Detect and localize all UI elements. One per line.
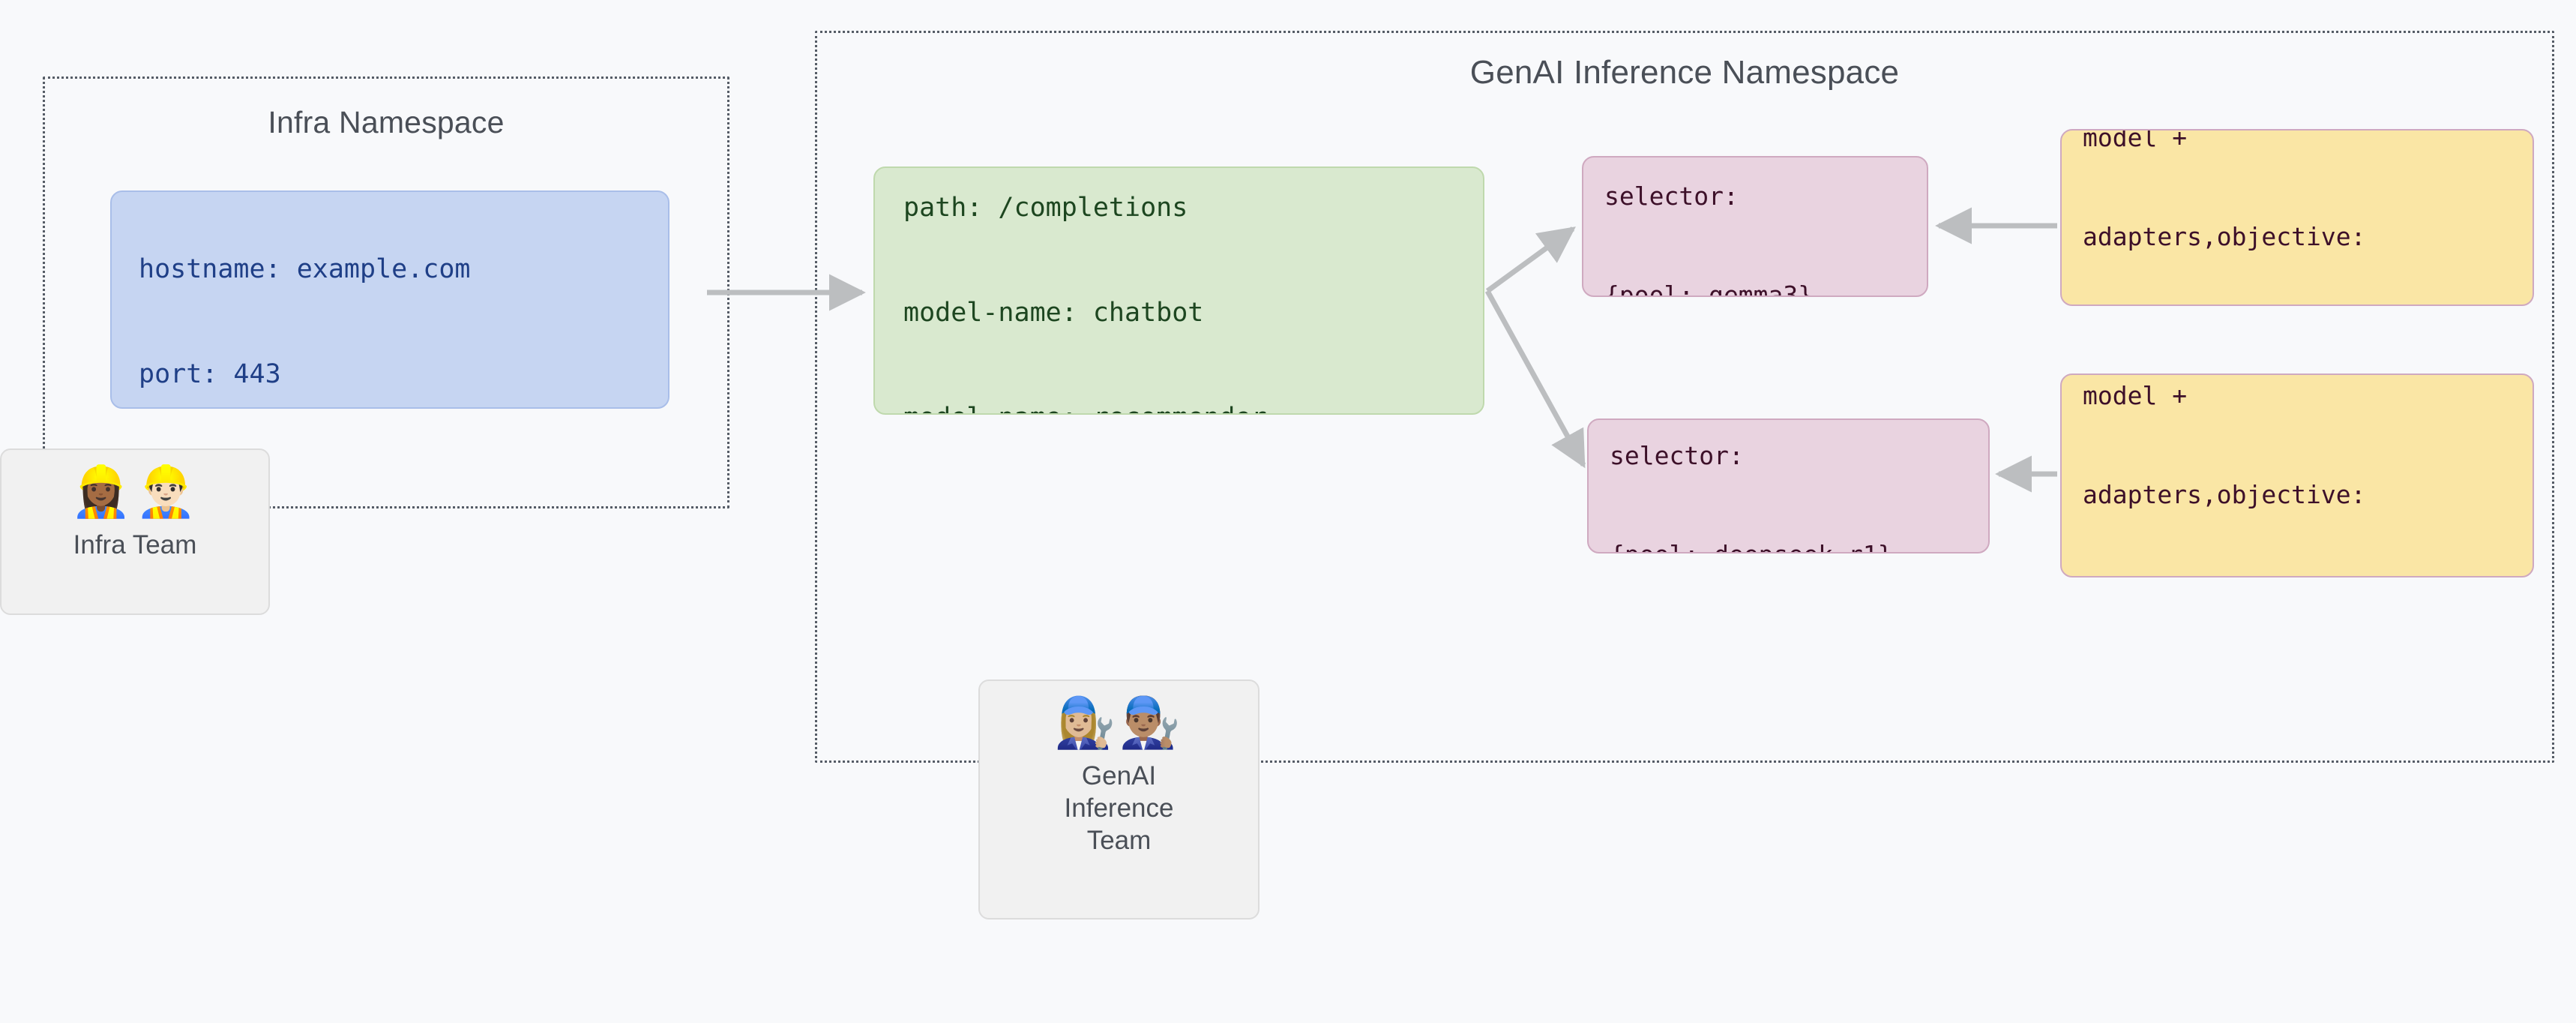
httproute-model-name-recommender: model-name: recommender	[903, 400, 1463, 414]
inferencemodel-chatbot-model: model +	[2083, 129, 2188, 153]
inferencemodel-chatbot-adapters: adapters,objective:	[2083, 222, 2366, 252]
inferencemodel-recommender-node[interactable]: InferenceModel model + adapters,objectiv…	[2060, 374, 2534, 578]
inferencepool-deepseek-selector-value: {pool: deepseek-r1}	[1610, 538, 1969, 552]
httproute-path: path: /completions	[903, 193, 1188, 224]
infra-team-label: Infra Team	[73, 530, 197, 560]
mechanic-icon: 👩🏼‍🔧👨🏽‍🔧	[1054, 694, 1184, 752]
genai-inference-namespace-title: GenAI Inference Namespace	[1469, 54, 1900, 91]
inferencepool-deepseek-body: selector: {pool: deepseek-r1}	[1610, 420, 1969, 552]
infra-namespace-title: Infra Namespace	[268, 105, 505, 140]
gateway-port: port: 443	[139, 358, 281, 389]
gateway-body: hostname: example.com port: 443	[139, 192, 648, 407]
genai-inference-team-card[interactable]: 👩🏼‍🔧👨🏽‍🔧 GenAI Inference Team	[978, 680, 1260, 920]
inferencepool-deepseek-node[interactable]: InferencePool selector: {pool: deepseek-…	[1587, 418, 1990, 554]
inferencepool-gemma3-selector-value: {pool: gemma3}	[1604, 280, 1814, 297]
inferencemodel-recommender-model: model +	[2083, 381, 2188, 411]
inferencemodel-recommender-body: model + adapters,objective: {name: recom…	[2083, 375, 2513, 576]
inferencepool-gemma3-body: selector: {pool: gemma3}	[1604, 158, 1907, 297]
genai-inference-namespace-boundary	[815, 31, 2554, 763]
inferencemodel-recommender-adapters: adapters,objective:	[2083, 480, 2366, 510]
httproute-body: path: /completions model-name: chatbot m…	[903, 168, 1463, 414]
genai-inference-team-label: GenAI Inference Team	[1064, 760, 1174, 856]
inferencepool-gemma3-selector-label: selector:	[1604, 182, 1739, 212]
inferencemodel-chatbot-body: model + adapters,objective: {name: chatb…	[2083, 129, 2513, 304]
httproute-node[interactable]: HTTPRoute path: /completions model-name:…	[873, 166, 1484, 415]
httproute-model-name-chatbot: model-name: chatbot	[903, 297, 1204, 328]
inferencemodel-chatbot-node[interactable]: InferenceModel model + adapters,objectiv…	[2060, 129, 2534, 306]
infra-team-card[interactable]: 👷🏾‍♀️👷🏻‍♂️ Infra Team	[0, 448, 270, 615]
gateway-node[interactable]: Gateway hostname: example.com port: 443	[110, 190, 669, 409]
inferencepool-deepseek-selector-label: selector:	[1610, 441, 1744, 471]
gateway-hostname: hostname: example.com	[139, 254, 471, 285]
inferencepool-gemma3-node[interactable]: InferencePool selector: {pool: gemma3}	[1582, 156, 1928, 297]
construction-worker-icon: 👷🏾‍♀️👷🏻‍♂️	[70, 463, 200, 520]
